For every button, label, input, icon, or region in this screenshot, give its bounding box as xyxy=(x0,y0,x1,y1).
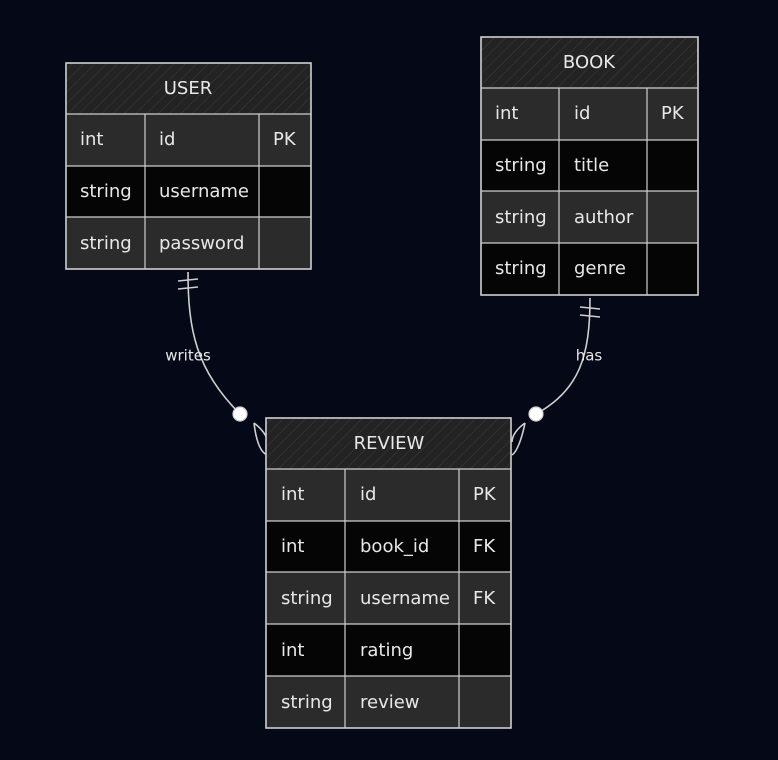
review-row-3-background xyxy=(266,572,511,624)
user-title: USER xyxy=(164,78,212,99)
book-row-4-background xyxy=(481,243,698,295)
user-row-3-name: password xyxy=(159,233,244,254)
review-row-3-name: username xyxy=(360,588,450,609)
writes-label: writes xyxy=(165,347,211,365)
review-row-3-key: FK xyxy=(473,588,496,609)
book-row-2-type: string xyxy=(495,155,547,176)
book-outline xyxy=(480,36,699,296)
review-header-hatch xyxy=(266,418,511,469)
writes-zero-marker xyxy=(232,406,248,422)
book-title: BOOK xyxy=(563,52,616,73)
book-row-4-name: genre xyxy=(574,258,626,279)
user-row-1-background xyxy=(66,114,311,166)
user-row-2-background xyxy=(66,166,311,217)
has-one-marker-1 xyxy=(579,306,601,310)
entity-book: BOOK int id PK string title string autho… xyxy=(480,36,699,296)
book-row-4-type: string xyxy=(495,258,547,279)
review-row-5-background xyxy=(266,676,511,728)
review-row-5-type: string xyxy=(281,692,333,713)
review-row-2-key: FK xyxy=(473,536,496,557)
user-header-hatch xyxy=(66,63,311,114)
review-outline xyxy=(265,417,512,729)
review-row-2-type: int xyxy=(281,536,304,557)
review-row-4-type: int xyxy=(281,640,304,661)
book-row-1-name: id xyxy=(574,103,590,124)
review-row-5-name: review xyxy=(360,692,420,713)
book-row-1-type: int xyxy=(495,103,518,124)
relationship-has: has xyxy=(511,297,603,456)
entity-review: REVIEW int id PK int book_id FK string u… xyxy=(265,417,512,729)
book-row-3-name: author xyxy=(574,207,634,228)
review-row-4-background xyxy=(266,624,511,676)
book-row-3-background xyxy=(481,191,698,243)
has-one-marker-2 xyxy=(579,314,601,318)
review-row-1-background xyxy=(266,469,511,521)
review-title: REVIEW xyxy=(354,433,425,454)
has-zero-marker xyxy=(528,406,544,422)
writes-line xyxy=(187,271,241,415)
review-row-1-key: PK xyxy=(473,484,497,505)
review-row-3-type: string xyxy=(281,588,333,609)
review-row-1-name: id xyxy=(360,484,376,505)
user-row-1-type: int xyxy=(80,129,103,150)
has-label: has xyxy=(576,347,603,365)
book-row-2-background xyxy=(481,140,698,191)
relationship-writes: writes xyxy=(165,271,268,456)
user-row-3-type: string xyxy=(80,233,132,254)
user-row-1-key: PK xyxy=(273,129,297,150)
book-row-3-type: string xyxy=(495,207,547,228)
writes-one-marker-2 xyxy=(177,286,199,290)
book-row-1-background xyxy=(481,88,698,140)
review-row-4-name: rating xyxy=(360,640,413,661)
review-row-2-background xyxy=(266,521,511,572)
user-row-2-name: username xyxy=(159,181,249,202)
user-row-2-type: string xyxy=(80,181,132,202)
book-row-2-name: title xyxy=(574,155,609,176)
writes-one-marker-1 xyxy=(177,278,199,282)
user-row-1-name: id xyxy=(159,129,175,150)
entity-user: USER int id PK string username string pa… xyxy=(65,62,312,270)
has-crowfoot-lower xyxy=(511,422,526,456)
review-row-1-type: int xyxy=(281,484,304,505)
user-row-3-background xyxy=(66,217,311,269)
book-row-1-key: PK xyxy=(661,103,685,124)
review-row-2-name: book_id xyxy=(360,536,429,557)
has-crowfoot-upper xyxy=(511,422,526,443)
book-header-hatch xyxy=(481,37,698,88)
